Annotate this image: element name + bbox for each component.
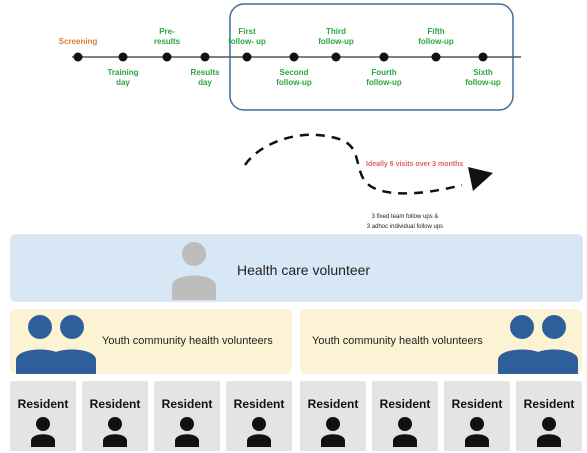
timeline-stage-label: follow-up — [366, 78, 402, 87]
resident-card: Resident — [82, 381, 148, 451]
timeline-diagram: ScreeningTrainingdayPre-resultsResultsda… — [59, 3, 521, 230]
resident-label: Resident — [451, 397, 503, 411]
timeline-stage-label: Results — [191, 68, 220, 77]
timeline-stage-label: follow-up — [418, 37, 454, 46]
timeline-point — [242, 52, 252, 62]
resident-label: Resident — [307, 397, 359, 411]
resident-label: Resident — [379, 397, 431, 411]
timeline-stage-label: follow-up — [465, 78, 501, 87]
timeline-point — [379, 52, 389, 62]
timeline-point — [431, 52, 441, 62]
two-people-blue-icon — [16, 315, 96, 374]
person-black-icon — [321, 417, 345, 447]
resident-card: Resident — [226, 381, 292, 451]
resident-label: Resident — [523, 397, 575, 411]
timeline-stage-label: Fifth — [427, 27, 444, 36]
timeline-stage-label: day — [198, 78, 212, 87]
person-black-icon — [247, 417, 271, 447]
timeline-stage-label: Sixth — [473, 68, 493, 77]
dashed-progress-arrow — [243, 133, 463, 195]
resident-card: Resident — [300, 381, 366, 451]
timeline-stage-label: Pre- — [159, 27, 175, 36]
resident-card: Resident — [516, 381, 582, 451]
resident-label: Resident — [161, 397, 213, 411]
youth-volunteers-label-right: Youth community health volunteers — [312, 335, 483, 347]
timeline-point — [331, 52, 341, 62]
person-black-icon — [465, 417, 489, 447]
person-black-icon — [103, 417, 127, 447]
timeline-point — [162, 52, 172, 62]
two-people-blue-icon — [498, 315, 578, 374]
timeline-stage-label: day — [116, 78, 130, 87]
timeline-point — [289, 52, 299, 62]
ideal-visits-note: Ideally 6 visits over 3 months — [366, 161, 463, 168]
timeline-point — [73, 52, 83, 62]
person-black-icon — [393, 417, 417, 447]
resident-card: Resident — [372, 381, 438, 451]
followup-note-line1: 3 fixed team follow ups & — [372, 214, 439, 220]
health-care-volunteer-box — [10, 234, 583, 302]
timeline-stage-label: Third — [326, 27, 346, 36]
timeline-point — [478, 52, 488, 62]
person-gray-icon — [172, 242, 216, 300]
timeline-stage-label: follow-up — [318, 37, 354, 46]
resident-label: Resident — [233, 397, 285, 411]
timeline-stage-label: results — [154, 37, 181, 46]
person-black-icon — [537, 417, 561, 447]
timeline-stage-label: First — [238, 27, 256, 36]
timeline-stage-label: Fourth — [371, 68, 396, 77]
timeline-stages: ScreeningTrainingdayPre-resultsResultsda… — [59, 27, 501, 87]
resident-card: Resident — [10, 381, 76, 451]
timeline-stage-label: Screening — [59, 37, 98, 46]
health-care-volunteer-label: Health care volunteer — [237, 262, 371, 278]
resident-label: Resident — [89, 397, 141, 411]
resident-card: Resident — [154, 381, 220, 451]
resident-card: Resident — [444, 381, 510, 451]
youth-volunteers-label-left: Youth community health volunteers — [102, 335, 273, 347]
timeline-stage-label: Second — [280, 68, 309, 77]
timeline-point — [118, 52, 128, 62]
timeline-stage-label: follow- up — [228, 37, 266, 46]
timeline-point — [200, 52, 210, 62]
resident-label: Resident — [17, 397, 69, 411]
person-black-icon — [31, 417, 55, 447]
timeline-stage-label: Training — [107, 68, 138, 77]
followup-note-line2: 3 adhoc individual follow ups — [367, 224, 443, 230]
arrow-head-icon — [468, 167, 493, 191]
person-black-icon — [175, 417, 199, 447]
timeline-stage-label: follow-up — [276, 78, 312, 87]
